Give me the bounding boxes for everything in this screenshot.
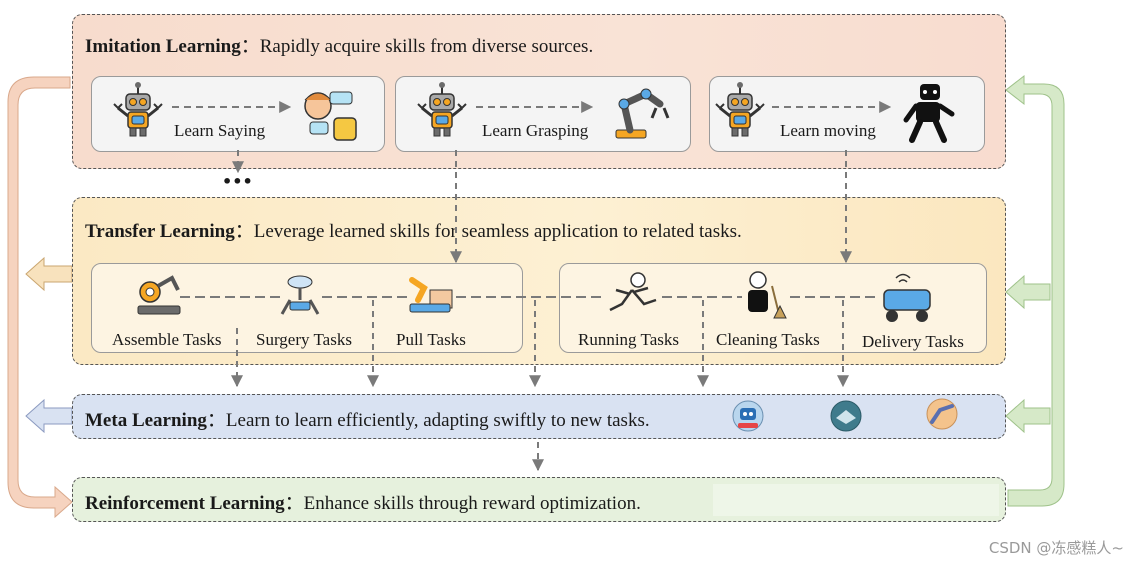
more-skills-ellipsis: ••• [222, 172, 253, 191]
meta-left-arrow [25, 398, 73, 434]
pull-icon [409, 277, 453, 313]
right-loop-arrow [1005, 74, 1065, 507]
task-label-delivery: Delivery Tasks [862, 332, 964, 351]
meta-name: Meta Learning [85, 410, 207, 431]
meta-desc: Learn to learn efficiently, adapting swi… [225, 410, 650, 431]
transfer-learning-panel: Transfer Learning：Leverage learned skill… [72, 197, 1006, 365]
robot-arm-icon [615, 88, 670, 139]
imitation-name: Imitation Learning [85, 36, 241, 57]
task-label-surgery: Surgery Tasks [256, 330, 352, 349]
transfer-left-arrow [25, 256, 73, 292]
task-label-pull: Pull Tasks [396, 330, 466, 349]
task-label-running: Running Tasks [578, 330, 679, 349]
running-icon [609, 272, 657, 312]
left-loop-arrow [7, 76, 73, 519]
task-label-assemble: Assemble Tasks [112, 330, 222, 349]
learn-saying-label: Learn Saying [174, 121, 266, 140]
surgery-icon [280, 275, 320, 315]
transfer-desc: Leverage learned skills for seamless app… [253, 221, 742, 242]
rl-desc: Enhance skills through reward optimizati… [303, 493, 641, 514]
delivery-icon [883, 273, 931, 322]
rl-title: Reinforcement Learning：Enhance skills th… [85, 493, 641, 514]
watermark: CSDN @冻感糕人~ [988, 539, 1124, 557]
walking-robot-icon [903, 84, 955, 143]
meta-badge-handshake-icon [830, 400, 862, 432]
learn-grasping-label: Learn Grasping [482, 121, 589, 140]
rl-highlight-band [713, 484, 999, 516]
robot-icon [714, 80, 766, 138]
meta-right-arrow [1005, 398, 1051, 434]
task-label-cleaning: Cleaning Tasks [716, 330, 820, 349]
rl-name: Reinforcement Learning [85, 493, 285, 514]
robot-icon [416, 80, 468, 138]
meta-title: Meta Learning：Learn to learn efficiently… [85, 410, 650, 431]
imitation-title: Imitation Learning：Rapidly acquire skill… [85, 36, 594, 57]
learn-moving-label: Learn moving [780, 121, 876, 140]
transfer-right-arrow [1005, 274, 1051, 310]
transfer-title: Transfer Learning：Leverage learned skill… [85, 221, 742, 242]
robot-icon [112, 80, 164, 138]
transfer-name: Transfer Learning [85, 221, 235, 242]
meta-badge-robot-icon [732, 400, 764, 432]
reinforcement-learning-panel: Reinforcement Learning：Enhance skills th… [72, 477, 1006, 522]
assemble-icon [137, 275, 181, 315]
talking-kids-icon [304, 91, 357, 141]
meta-badge-arm-icon [926, 398, 958, 430]
imitation-desc: Rapidly acquire skills from diverse sour… [259, 36, 594, 57]
cleaning-icon [748, 271, 787, 319]
